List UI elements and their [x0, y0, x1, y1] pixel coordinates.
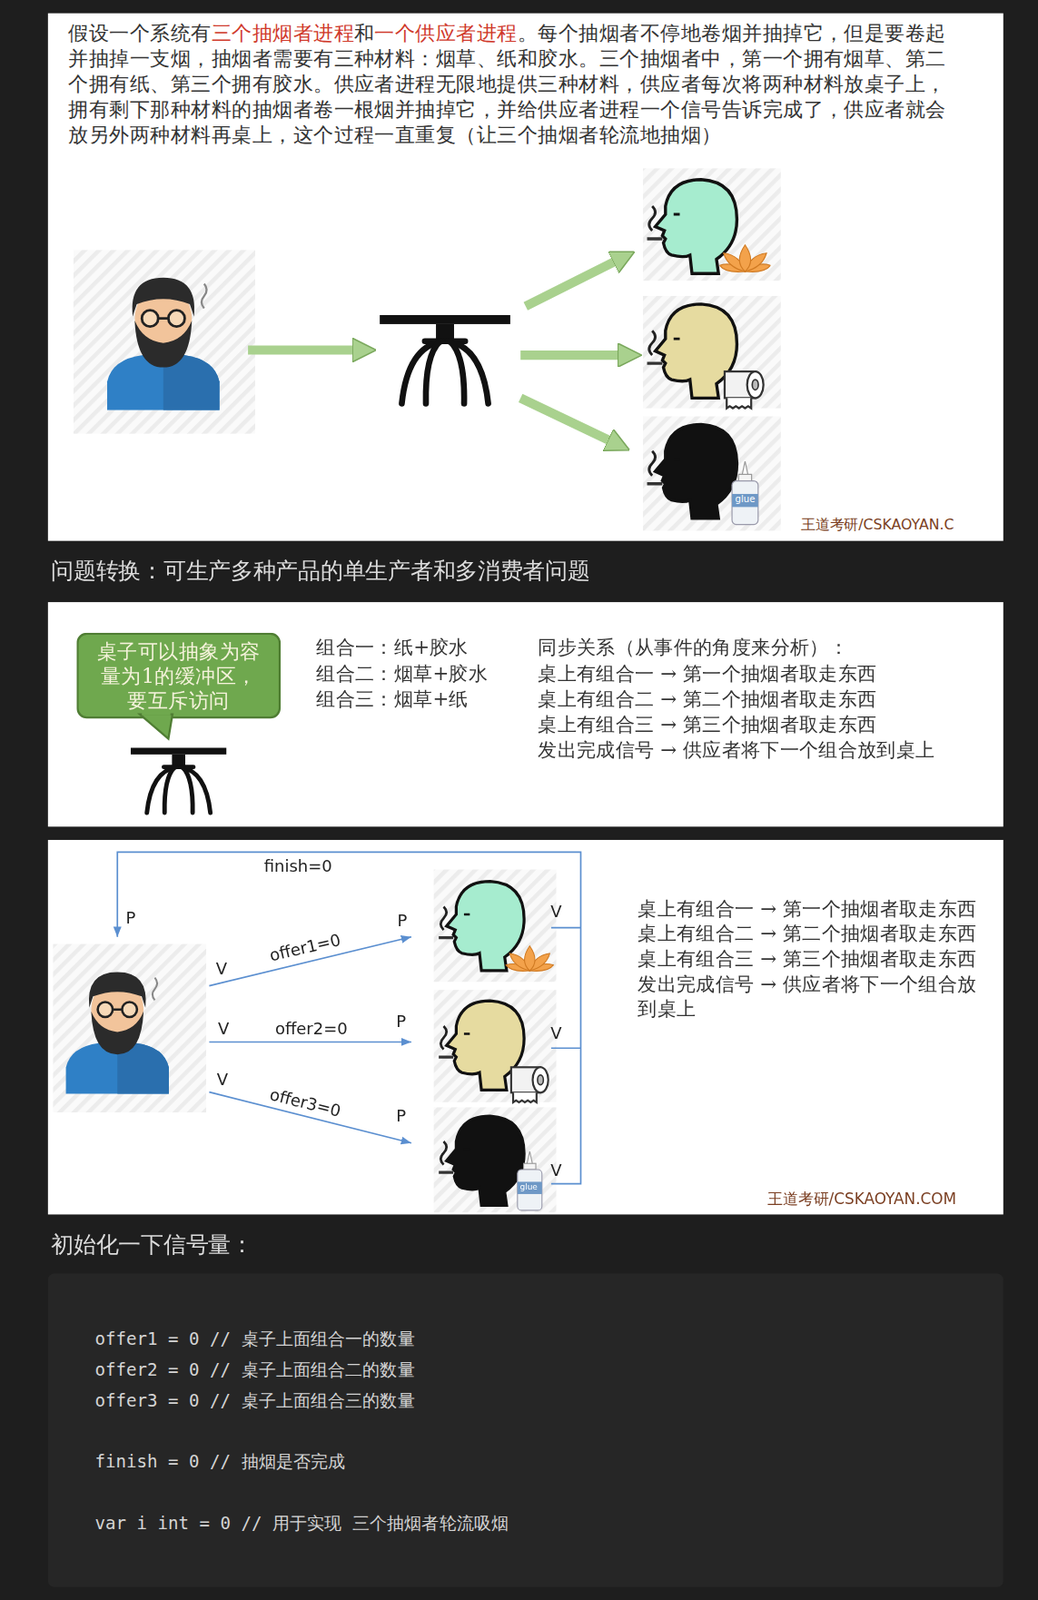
- v-operation: V: [550, 902, 562, 923]
- code-line: offer2 = 0 // 桌子上面组合二的数量: [95, 1358, 416, 1382]
- relation-text: 桌上有组合三 → 第三个抽烟者取走东西: [637, 947, 977, 972]
- relation-text: 发出完成信号 → 供应者将下一个组合放到桌上: [637, 971, 977, 1021]
- p-operation: P: [395, 1011, 406, 1032]
- watermark: 王道考研/CSKAOYAN.C: [800, 516, 954, 535]
- code-line: offer1 = 0 // 桌子上面组合一的数量: [95, 1327, 416, 1351]
- relation-heading: 同步关系（从事件的角度来分析）：: [537, 635, 849, 661]
- v-operation: V: [216, 958, 228, 979]
- v-operation: V: [550, 1160, 562, 1181]
- p-operation: P: [395, 1106, 406, 1127]
- relation-text: 发出完成信号 → 供应者将下一个组合放到桌上: [537, 738, 935, 763]
- callout-tail-join: [141, 711, 170, 715]
- code-line: finish = 0 // 抽烟是否完成: [95, 1450, 346, 1473]
- semaphore-label: offer2=0: [275, 1018, 348, 1039]
- section-heading: 初始化一下信号量：: [50, 1230, 254, 1259]
- code-line: var i int = 0 // 用于实现 三个抽烟者轮流吸烟: [95, 1511, 509, 1534]
- relation-text: 桌上有组合三 → 第三个抽烟者取走东西: [537, 711, 877, 737]
- relation-text: 桌上有组合二 → 第二个抽烟者取走东西: [637, 921, 977, 947]
- paragraph-text: 和: [354, 19, 375, 45]
- highlight-text: 三个抽烟者进程: [211, 19, 355, 45]
- p-operation: P: [125, 908, 136, 929]
- watermark: 王道考研/CSKAOYAN.COM: [767, 1189, 957, 1209]
- section-heading: 问题转换：可生产多种产品的单生产者和多消费者问题: [50, 557, 590, 586]
- problem-statement: 假设一个系统有三个抽烟者进程和一个供应者进程。每个抽烟者不停地卷烟并抽掉它，但是…: [68, 19, 960, 148]
- relation-text: 桌上有组合二 → 第二个抽烟者取走东西: [537, 686, 877, 712]
- combo-text: 组合三：烟草+纸: [316, 686, 468, 712]
- callout-tail-shape: [139, 714, 173, 740]
- code-line: offer3 = 0 // 桌子上面组合三的数量: [95, 1389, 416, 1413]
- combo-text: 组合二：烟草+胶水: [316, 661, 488, 686]
- v-operation: V: [550, 1023, 562, 1044]
- highlight-text: 一个供应者进程: [374, 19, 517, 45]
- p-operation: P: [396, 911, 407, 932]
- relation-text: 桌上有组合一 → 第一个抽烟者取走东西: [537, 661, 877, 686]
- bottle-label: glue: [734, 494, 755, 506]
- v-operation: V: [217, 1069, 228, 1090]
- bottle-label: glue: [519, 1183, 537, 1194]
- speech-callout: 桌子可以抽象为容量为1的缓冲区，要互斥访问: [76, 632, 281, 719]
- paragraph-text: 假设一个系统有: [68, 19, 211, 45]
- combo-text: 组合一：纸+胶水: [316, 635, 468, 661]
- callout-tail: [138, 713, 179, 741]
- v-operation: V: [217, 1018, 229, 1039]
- relation-text: 桌上有组合一 → 第一个抽烟者取走东西: [637, 897, 977, 922]
- callout-text: 桌子可以抽象为容量为1的缓冲区，要互斥访问: [90, 639, 267, 713]
- code-block: offer1 = 0 // 桌子上面组合一的数量 offer2 = 0 // 桌子…: [48, 1274, 1004, 1588]
- semaphore-label: finish=0: [264, 856, 333, 877]
